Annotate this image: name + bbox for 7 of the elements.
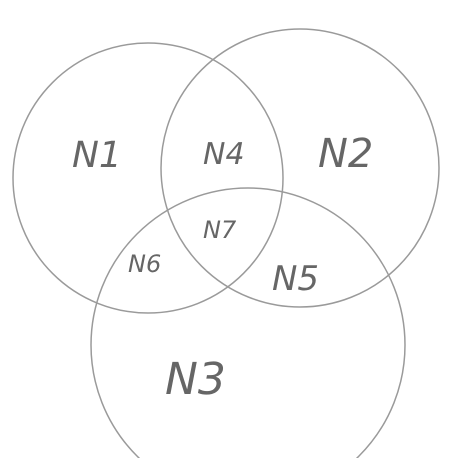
region-label: N3 <box>165 358 226 402</box>
region-label: N6 <box>128 252 162 276</box>
region-label: N7 <box>203 218 236 242</box>
region-label: N1 <box>72 138 122 174</box>
region-label: N5 <box>272 262 320 296</box>
region-label: N2 <box>318 134 374 174</box>
region-label: N4 <box>203 140 245 170</box>
